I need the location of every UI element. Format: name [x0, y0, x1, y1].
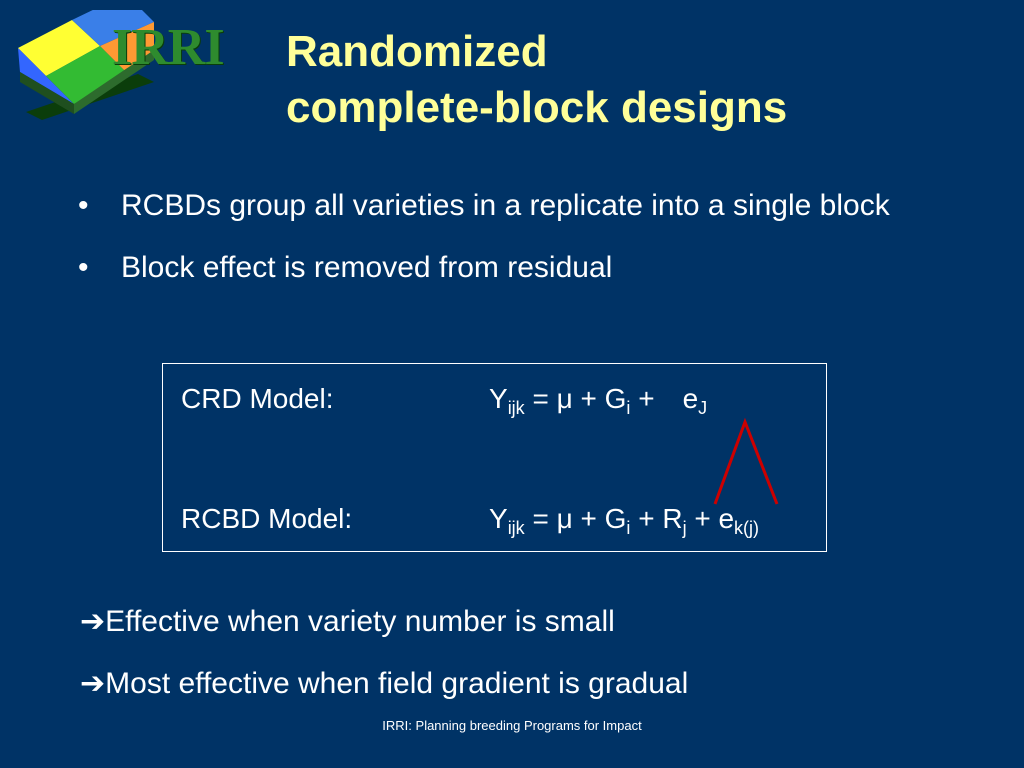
arrow-item: ➔Most effective when field gradient is g… — [80, 666, 688, 702]
error-split-connector-icon — [713, 417, 779, 505]
rcbd-model-label: RCBD Model: — [181, 503, 353, 534]
title-line-1: Randomized — [286, 27, 548, 76]
arrow-text: Most effective when field gradient is gr… — [105, 667, 689, 700]
rcbd-model-equation: Yijk = μ + Gi + Rj + ek(j) — [489, 503, 760, 538]
bullet-text: Block effect is removed from residual — [121, 251, 613, 284]
crd-model-label: CRD Model: — [181, 383, 334, 414]
bullet-icon: • — [78, 251, 89, 284]
irri-logo: IRRI — [14, 10, 254, 122]
arrow-list: ➔Effective when variety number is small … — [80, 604, 688, 728]
logo-tile-icon — [18, 10, 154, 120]
right-arrow-icon: ➔ — [80, 667, 106, 700]
model-comparison-box: CRD Model: Yijk = μ + Gi +eJ RCBD Model:… — [162, 363, 827, 552]
bullet-icon: • — [78, 189, 89, 222]
arrow-item: ➔Effective when variety number is small — [80, 604, 688, 640]
bullet-list: • RCBDs group all varieties in a replica… — [78, 188, 890, 312]
crd-model-equation: Yijk = μ + Gi +eJ — [489, 383, 708, 418]
arrow-text: Effective when variety number is small — [105, 605, 615, 638]
right-arrow-icon: ➔ — [80, 605, 106, 638]
crd-error-term: e — [682, 383, 699, 414]
slide-title: Randomized complete-block designs — [286, 24, 787, 136]
bullet-item: • Block effect is removed from residual — [78, 250, 890, 286]
slide-footer: IRRI: Planning breeding Programs for Imp… — [382, 718, 642, 733]
bullet-item: • RCBDs group all varieties in a replica… — [78, 188, 890, 224]
title-line-2: complete-block designs — [286, 83, 788, 132]
logo-text: IRRI — [112, 19, 225, 76]
bullet-text: RCBDs group all varieties in a replicate… — [121, 189, 890, 222]
